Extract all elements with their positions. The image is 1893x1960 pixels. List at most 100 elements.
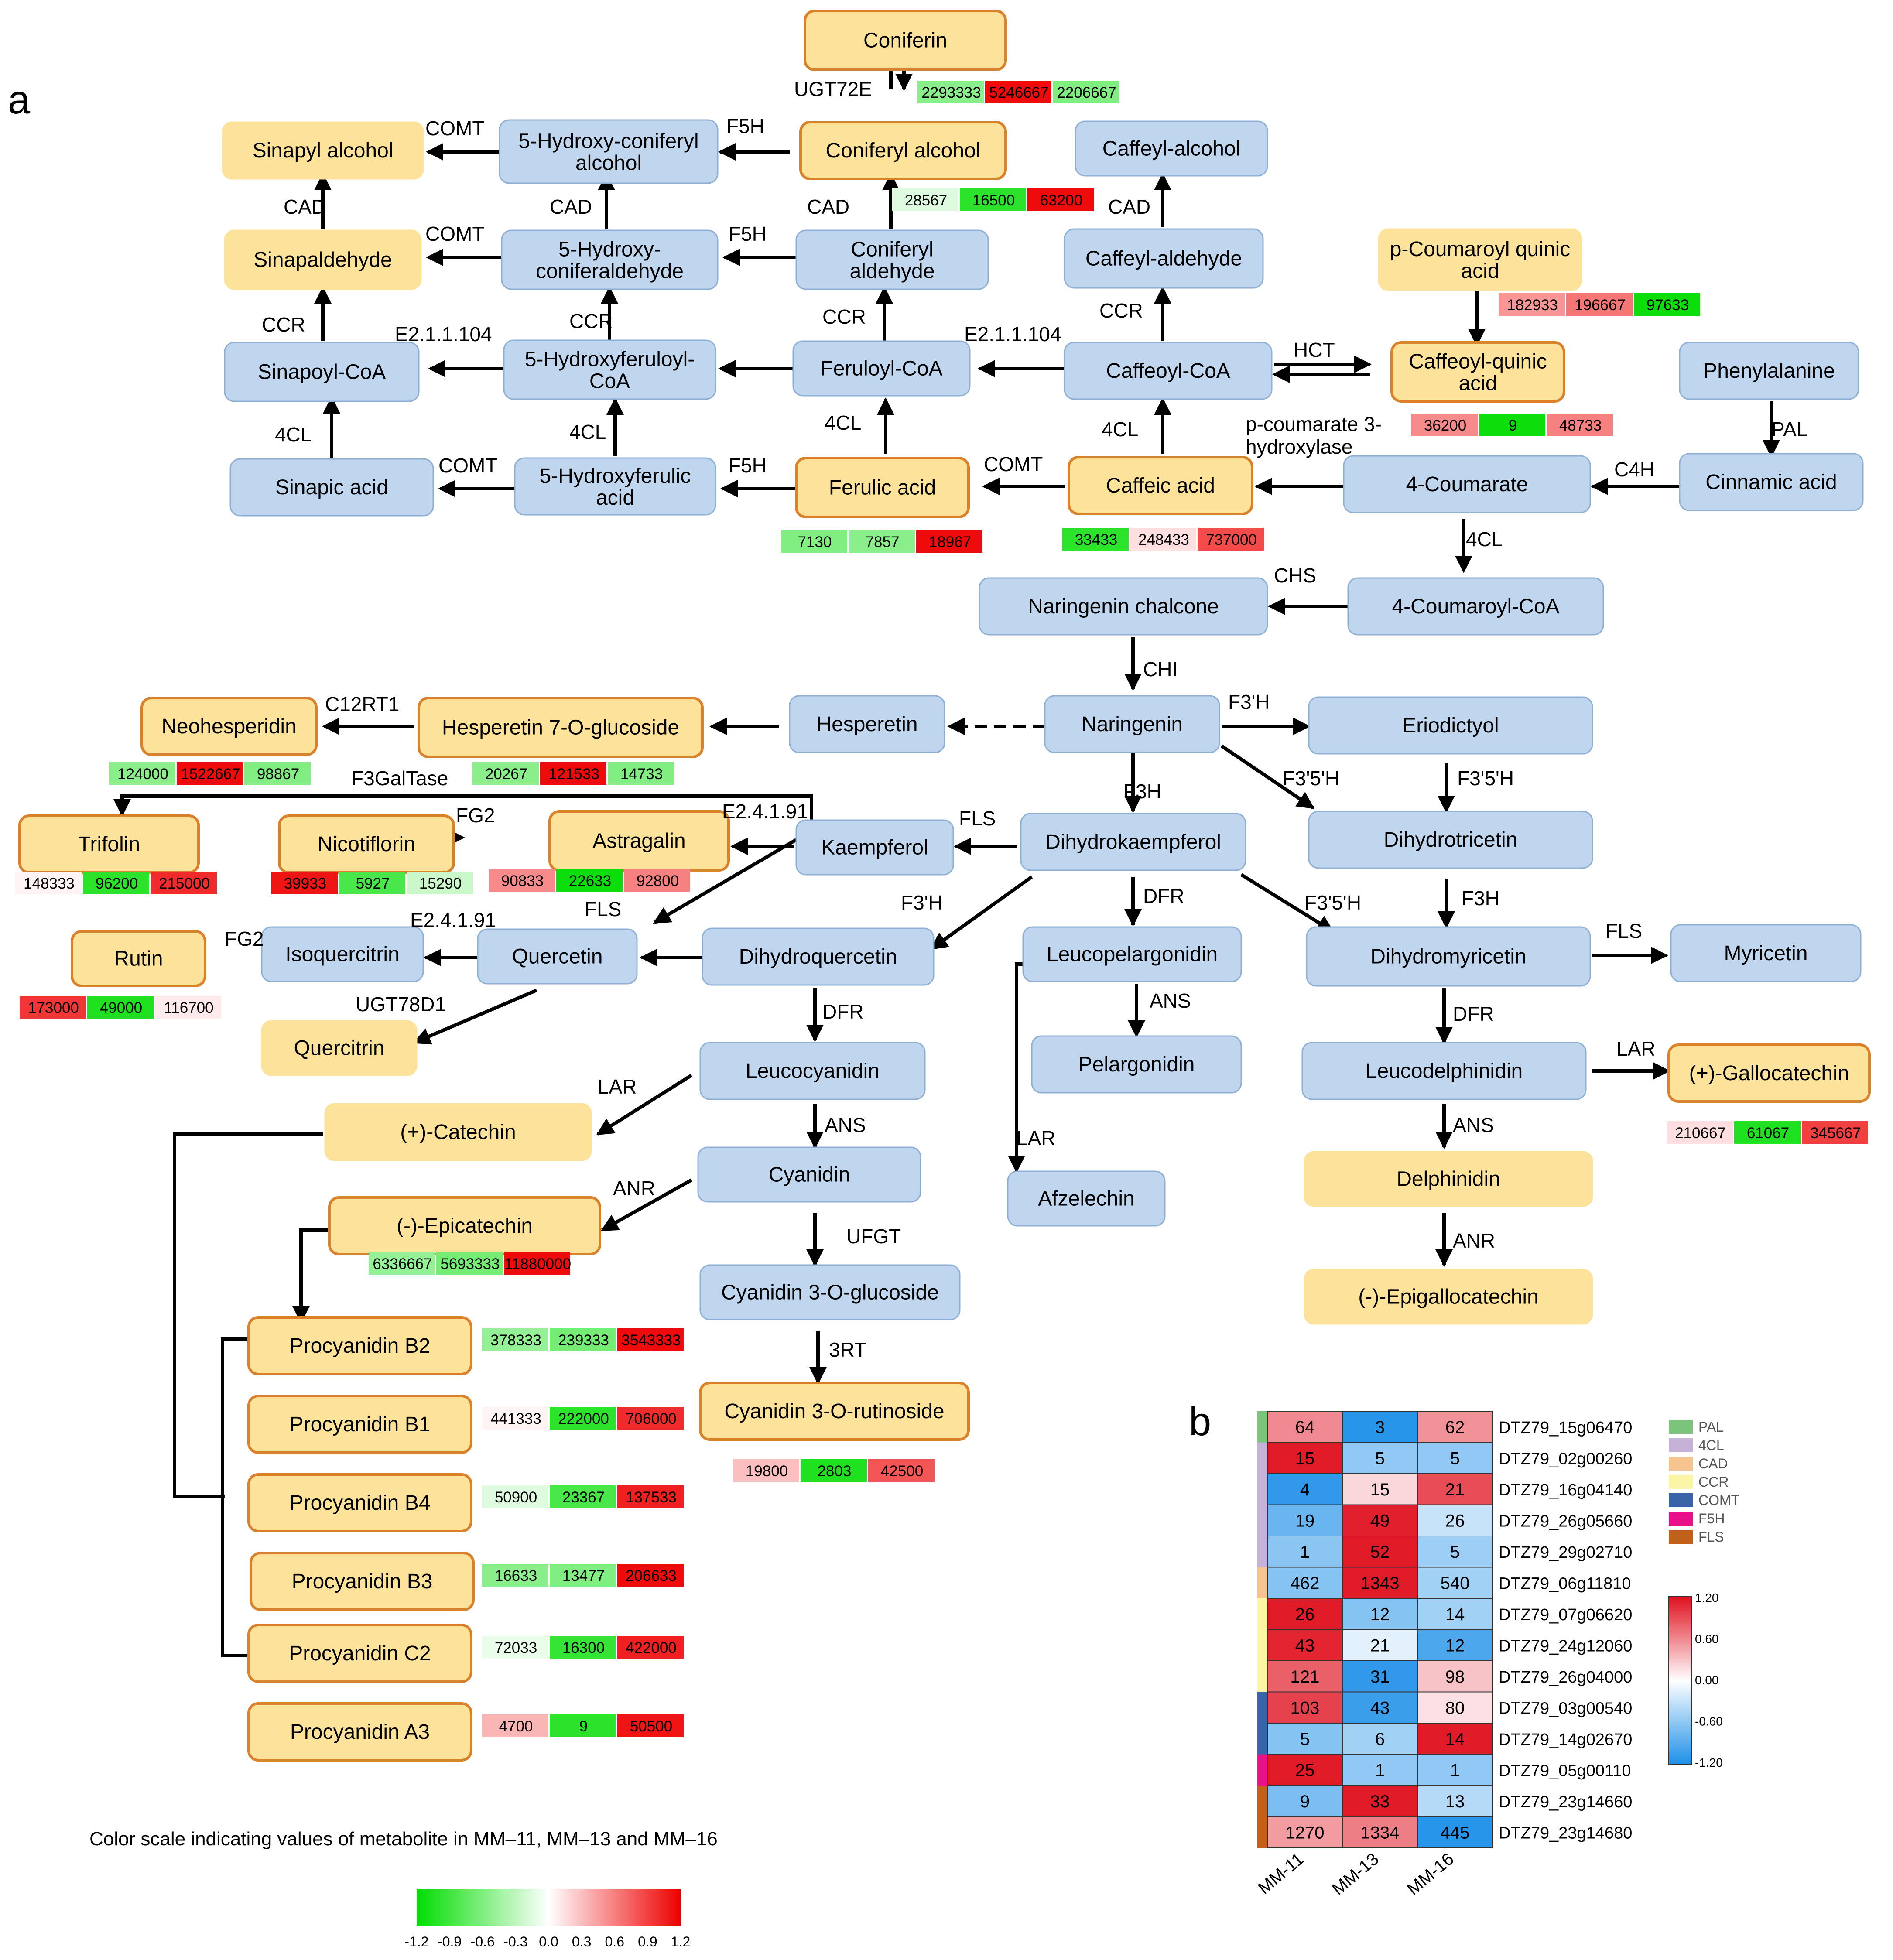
heatmap-value: 13 (1445, 1792, 1465, 1811)
enzyme-label: ANS (825, 1114, 866, 1136)
value-text: 2293333 (921, 84, 981, 101)
node-box (224, 229, 422, 290)
value-cell (733, 1459, 799, 1482)
value-text: 96200 (96, 875, 138, 892)
value-text: 36200 (1424, 417, 1466, 434)
value-cell (617, 1485, 684, 1508)
node-quercitrin: Quercitrin (261, 1020, 418, 1076)
node-label: Phenylalanine (1703, 359, 1835, 383)
node-box (789, 695, 945, 753)
value-cell (436, 1252, 503, 1275)
node-label: Leucopelargonidin (1047, 943, 1218, 966)
node-cinnamic-acid: Cinnamic acid (1679, 453, 1864, 511)
node-label: Cyanidin (769, 1163, 850, 1187)
value-cell (1667, 1121, 1733, 1144)
node-label: Procyanidin B4 (290, 1491, 431, 1515)
enzyme-label: HCT (1294, 339, 1335, 361)
heatmap-gene-label: DTZ79_26g04000 (1499, 1668, 1632, 1686)
value-cell (151, 872, 217, 894)
enzyme-label: 4CL (275, 423, 312, 446)
node-box (1308, 811, 1593, 869)
value-text: 61067 (1747, 1125, 1789, 1142)
value-text: 9 (579, 1718, 588, 1735)
enzyme-label: FG2 (225, 927, 264, 950)
trifolin-connector (113, 794, 813, 833)
arrow (930, 875, 1033, 951)
value-text: 345667 (1810, 1125, 1861, 1142)
value-text: 16300 (562, 1639, 605, 1656)
heatmap-value: 6 (1375, 1730, 1385, 1749)
node-box (1347, 577, 1604, 636)
value-cell (868, 1459, 935, 1482)
heatmap-cell (1417, 1473, 1493, 1505)
node-caffeyl-alcohol: Caffeyl-alcohol (1075, 120, 1268, 177)
value-cell (917, 81, 984, 103)
value-text: 14733 (620, 766, 663, 783)
node-label: Dihydrotricetin (1384, 828, 1518, 852)
node-label: Procyanidin C2 (289, 1642, 431, 1665)
value-text: 210667 (1675, 1125, 1726, 1142)
legend-tick: 0.6 (605, 1934, 624, 1950)
node-hesperetin-glucoside: Hesperetin 7-O-glucoside (418, 697, 704, 758)
group-legend-swatch (1669, 1530, 1693, 1544)
node-box (1304, 1151, 1593, 1207)
value-text: 6336667 (373, 1255, 432, 1272)
node-box (979, 577, 1268, 636)
value-text: 90833 (501, 872, 544, 889)
value-cell (1734, 1121, 1801, 1144)
value-text: 23367 (562, 1489, 605, 1506)
group-sidebar-cell (1257, 1598, 1267, 1630)
value-text: 441333 (490, 1410, 541, 1427)
value-text: 215000 (159, 875, 210, 892)
enzyme-label: CCR (262, 313, 305, 336)
heatmap-gene-label: DTZ79_14g02670 (1499, 1731, 1632, 1749)
heatmap-column-label: MM-13 (1328, 1849, 1383, 1899)
heatmap-value: 62 (1445, 1418, 1465, 1437)
value-text: 148333 (24, 875, 75, 892)
heatmap-cell (1342, 1723, 1418, 1755)
heatmap-cell (1342, 1660, 1418, 1693)
value-text: 3543333 (621, 1332, 681, 1349)
node-label: Hesperetin (816, 713, 917, 736)
node-box (1020, 813, 1246, 871)
legend-tick: 1.2 (671, 1934, 690, 1950)
group-sidebar-cell (1257, 1692, 1267, 1723)
heatmap-value: 33 (1370, 1792, 1390, 1811)
group-legend-label: COMT (1698, 1492, 1739, 1508)
node-label: 5-Hydroxy-coniferaldehyde (536, 238, 684, 283)
enzyme-label: CHS (1274, 564, 1316, 587)
node-box (1670, 924, 1862, 982)
heatmap-cell (1417, 1660, 1493, 1693)
value-cell (1027, 188, 1094, 211)
value-cell (1062, 528, 1129, 551)
node-label: Dihydromyricetin (1370, 945, 1526, 968)
value-cell (482, 1636, 548, 1659)
group-legend-label: CCR (1698, 1474, 1729, 1490)
node-label: Cinnamic acid (1705, 471, 1837, 494)
enzyme-label: COMT (438, 454, 497, 477)
value-text: 206633 (626, 1567, 677, 1584)
node-label: Afzelechin (1038, 1187, 1134, 1211)
node-box (418, 697, 704, 758)
heatmap-cell (1342, 1473, 1418, 1505)
value-text: 706000 (626, 1410, 677, 1427)
group-legend-label: 4CL (1698, 1437, 1724, 1453)
group-sidebar-cell (1257, 1816, 1267, 1848)
heatmap-cell (1417, 1629, 1493, 1661)
value-text: 737000 (1206, 531, 1257, 548)
node-rutin: Rutin (71, 930, 206, 987)
node-label: Procyanidin B3 (292, 1570, 433, 1593)
node-label: Astragalin (592, 830, 685, 853)
heatmap-gene-label: DTZ79_02g00260 (1499, 1450, 1632, 1468)
value-text: 13477 (562, 1567, 605, 1584)
group-legend-swatch (1669, 1512, 1693, 1526)
